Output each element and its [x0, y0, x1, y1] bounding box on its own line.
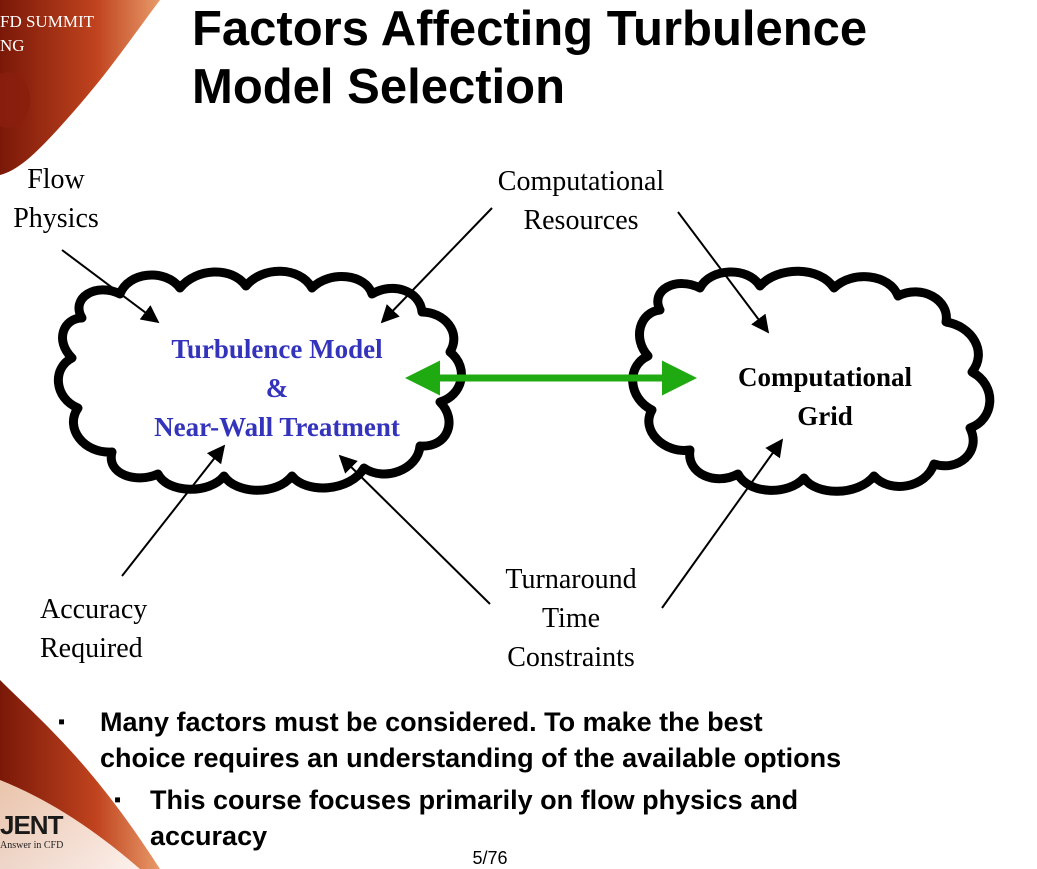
- banner-orb: [0, 72, 30, 128]
- label-line: Accuracy: [40, 594, 148, 625]
- bullet-line: accuracy: [150, 821, 268, 851]
- banner-text-line1: FD SUMMIT: [0, 12, 94, 31]
- arrow-accuracy: [121, 444, 226, 577]
- cloud-line: Near-Wall Treatment: [154, 412, 400, 442]
- cloud-line: Turbulence Model: [171, 334, 383, 364]
- arrow-resources-grid: [677, 211, 770, 334]
- cloud-line: Grid: [797, 401, 853, 431]
- label-flow-physics: Flow Physics: [0, 160, 112, 238]
- slide-banner: [0, 0, 160, 869]
- label-turnaround-time: Turnaround Time Constraints: [468, 560, 674, 677]
- label-line: Constraints: [507, 642, 635, 673]
- page-number: 5/76: [472, 848, 508, 868]
- label-line: Required: [40, 633, 143, 664]
- bullet-level-2: ▪ This course focuses primarily on flow …: [114, 782, 1010, 854]
- bullet-square-icon: ▪: [114, 789, 122, 811]
- title-line-2: Model Selection: [192, 60, 566, 114]
- arrow-turnaround-grid: [661, 438, 784, 609]
- label-line: Turnaround: [505, 564, 637, 595]
- label-line: Physics: [13, 203, 99, 234]
- banner-top-shape: [0, 0, 160, 175]
- banner-text-line2: NG: [0, 36, 25, 55]
- label-line: Computational: [497, 166, 665, 197]
- label-line: Flow: [27, 164, 85, 195]
- bullet-level-1: ▪ Many factors must be considered. To ma…: [58, 704, 1020, 776]
- grid-cloud-text: Computational Grid: [700, 358, 950, 436]
- bullet-line: This course focuses primarily on flow ph…: [150, 785, 799, 815]
- label-computational-resources: Computational Resources: [466, 162, 696, 240]
- model-cloud-text: Turbulence Model & Near-Wall Treatment: [112, 330, 442, 447]
- slide-title: Factors Affecting Turbulence Model Selec…: [192, 0, 1012, 116]
- arrow-turnaround-model: [338, 454, 491, 605]
- label-line: Resources: [523, 205, 639, 236]
- bullet-line: choice requires an understanding of the …: [100, 743, 842, 773]
- bullet-line: Many factors must be considered. To make…: [100, 707, 763, 737]
- arrow-resources-model: [380, 207, 493, 324]
- label-accuracy-required: Accuracy Required: [40, 590, 192, 668]
- brand-logo: JENT: [0, 810, 63, 840]
- bullet-square-icon: ▪: [58, 711, 66, 733]
- model-cloud: [53, 266, 466, 495]
- cloud-line: Computational: [737, 362, 913, 392]
- title-line-1: Factors Affecting Turbulence: [192, 2, 868, 56]
- arrow-flow-physics: [61, 249, 160, 324]
- label-line: Time: [541, 603, 601, 634]
- cloud-line: &: [265, 373, 289, 403]
- banner-bottom-highlight: [0, 780, 140, 869]
- brand-tagline: Answer in CFD: [0, 840, 64, 851]
- grid-cloud: [628, 266, 995, 496]
